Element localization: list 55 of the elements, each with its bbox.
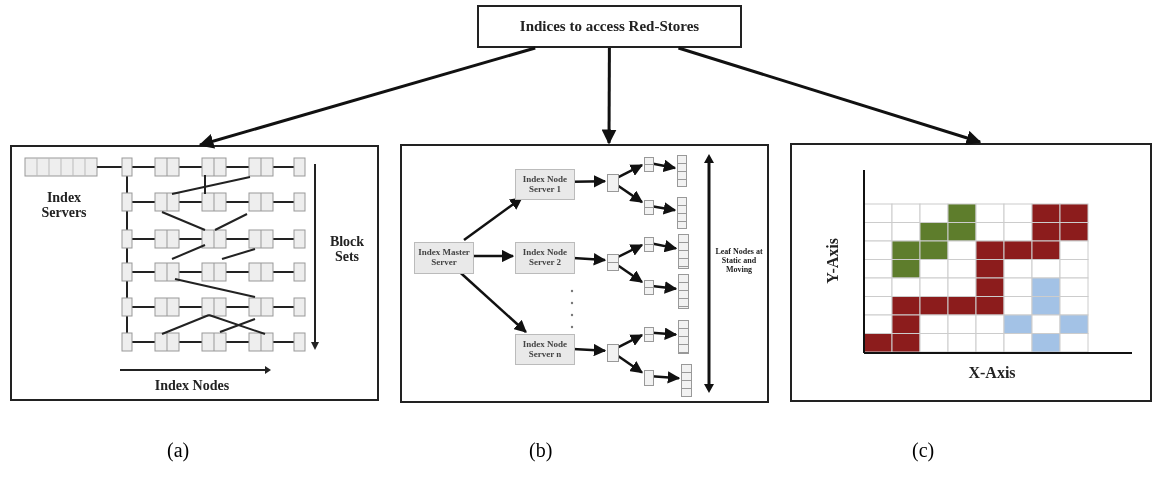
server-box	[515, 169, 575, 200]
leaf-node-stack	[677, 155, 687, 187]
title-box	[477, 5, 742, 48]
arrow	[472, 249, 515, 263]
arrow	[651, 327, 678, 340]
arrow	[572, 175, 607, 188]
server-label: Index Node Server n	[521, 339, 569, 360]
panel-label: Block Sets	[328, 234, 366, 265]
server-box	[515, 242, 575, 274]
leaf-node-stack	[678, 274, 689, 309]
index-block	[644, 370, 654, 386]
arrow	[616, 184, 644, 204]
index-block	[607, 174, 619, 192]
panel-caption: (a)	[167, 439, 190, 462]
index-block	[607, 254, 619, 271]
index-block	[644, 157, 654, 172]
leaf-node-stack	[678, 234, 689, 269]
panel-label: Index Nodes	[153, 378, 231, 394]
arrow	[601, 48, 617, 145]
arrow	[651, 240, 678, 253]
leaf-node-stack	[681, 364, 692, 397]
leaf-node-stack	[678, 320, 689, 354]
arrow	[651, 159, 677, 172]
panel-caption: (b)	[529, 439, 553, 462]
server-label: Index Master Server	[417, 248, 471, 268]
server-label: Index Node Server 1	[521, 174, 569, 195]
panel-label: Y-Axis	[824, 238, 842, 284]
arrow	[651, 281, 678, 294]
index-block	[644, 200, 654, 215]
arrow	[616, 243, 644, 259]
node-label: Indices to access Red-Stores	[519, 18, 700, 35]
arrow	[572, 343, 607, 357]
index-block	[644, 237, 654, 252]
panel-label: X-Axis	[967, 364, 1017, 382]
server-label: Index Node Server 2	[521, 248, 569, 268]
arrow	[678, 46, 982, 146]
panel-label: Leaf Nodes at Static and Moving	[714, 248, 764, 275]
arrow	[458, 271, 527, 333]
arrow	[651, 202, 677, 215]
server-box	[515, 334, 575, 365]
index-block	[644, 280, 654, 295]
arrow	[616, 163, 644, 180]
arrow	[616, 263, 644, 284]
panel-caption: (c)	[912, 439, 935, 462]
arrow	[651, 371, 681, 384]
arrow	[572, 253, 607, 266]
arrow	[616, 354, 644, 374]
server-box	[414, 242, 474, 274]
leaf-node-stack	[677, 197, 687, 229]
arrow	[198, 46, 536, 149]
index-block	[607, 344, 619, 362]
panel-label: Index Servers	[40, 190, 88, 221]
index-block	[644, 327, 654, 342]
arrow	[616, 333, 644, 350]
arrow	[463, 197, 523, 241]
